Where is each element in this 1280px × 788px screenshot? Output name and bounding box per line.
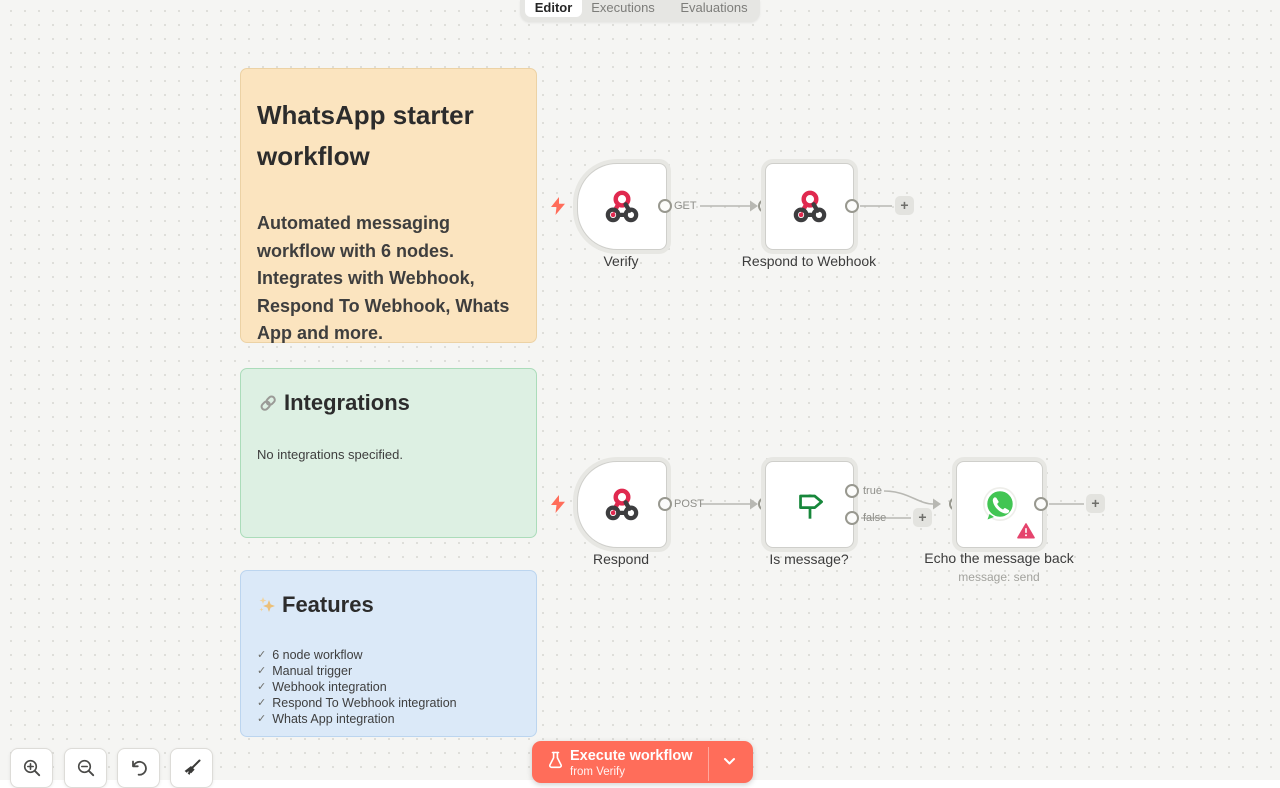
check-icon: ✓ [257, 713, 267, 725]
tab-evaluations[interactable]: Evaluations [680, 0, 748, 15]
execute-workflow-button[interactable]: Execute workflow from Verify [532, 741, 753, 783]
add-node-button-false[interactable]: + [913, 508, 932, 527]
warning-icon [1017, 523, 1035, 539]
webhook-icon [601, 484, 643, 526]
check-icon: ✓ [257, 649, 267, 661]
sticky-features-title: Features [282, 592, 374, 617]
output-label-true: true [863, 485, 882, 497]
trigger-bolt-icon [551, 197, 566, 215]
broom-icon [181, 757, 203, 787]
add-node-button[interactable]: + [895, 196, 914, 215]
zoom-in-button[interactable] [10, 748, 53, 788]
node-subtitle-echo: message: send [958, 570, 1040, 584]
execute-workflow-label: Execute workflow [570, 748, 693, 764]
tab-editor[interactable]: Editor [525, 0, 582, 17]
if-signpost-icon [790, 485, 830, 525]
sparkles-icon [257, 595, 277, 615]
node-label-verify: Verify [603, 253, 639, 269]
button-divider [708, 747, 709, 781]
check-icon: ✓ [257, 697, 267, 709]
trigger-bolt-icon [551, 495, 566, 513]
connector-output-true[interactable] [845, 484, 859, 498]
tidy-up-button[interactable] [170, 748, 213, 788]
sticky-integrations-body: No integrations specified. [257, 447, 403, 462]
sticky-overview-body: Automated messaging workflow with 6 node… [257, 213, 510, 343]
whatsapp-icon [980, 485, 1020, 525]
check-icon: ✓ [257, 681, 267, 693]
chevron-down-icon[interactable] [723, 757, 736, 766]
node-label-is-message: Is message? [769, 551, 849, 567]
node-is-message[interactable] [765, 461, 854, 548]
connector-output-false[interactable] [845, 511, 859, 525]
connector-output-respond-to-webhook[interactable] [845, 199, 859, 213]
node-label-respond: Respond [592, 551, 650, 567]
zoom-out-button[interactable] [64, 748, 107, 788]
check-icon: ✓ [257, 665, 267, 677]
feature-item: ✓Respond To Webhook integration [257, 696, 457, 710]
undo-button[interactable] [117, 748, 160, 788]
zoom-out-icon [75, 757, 97, 787]
method-label-respond: POST [674, 498, 704, 510]
sticky-note-overview[interactable]: WhatsApp starter workflow Automated mess… [240, 68, 537, 343]
add-node-button-echo[interactable]: + [1086, 494, 1105, 513]
view-tabbar: Editor Executions Evaluations [520, 0, 760, 22]
node-respond-to-webhook[interactable] [765, 163, 854, 250]
connector-output-respond[interactable] [658, 497, 672, 511]
node-respond[interactable] [577, 461, 667, 548]
sticky-overview-title: WhatsApp starter workflow [257, 100, 474, 171]
feature-item: ✓6 node workflow [257, 648, 363, 662]
undo-icon [128, 757, 150, 787]
execute-workflow-sublabel: from Verify [570, 766, 625, 778]
flask-icon [547, 751, 564, 770]
connector-output-echo[interactable] [1034, 497, 1048, 511]
feature-item: ✓Webhook integration [257, 680, 387, 694]
sticky-integrations-title: Integrations [284, 390, 410, 415]
zoom-in-icon [21, 757, 43, 787]
node-label-echo: Echo the message back [924, 550, 1074, 566]
feature-item: ✓Whats App integration [257, 712, 395, 726]
node-label-respond-to-webhook: Respond to Webhook [741, 253, 877, 269]
webhook-icon [601, 186, 643, 228]
output-label-false: false [863, 512, 887, 524]
connector-output-verify[interactable] [658, 199, 672, 213]
tab-executions[interactable]: Executions [591, 0, 655, 15]
feature-item: ✓Manual trigger [257, 664, 353, 678]
method-label-verify: GET [674, 200, 697, 212]
node-verify[interactable] [577, 163, 667, 250]
webhook-icon [789, 186, 831, 228]
link-icon [257, 392, 279, 414]
sticky-note-features[interactable]: Features ✓6 node workflow ✓Manual trigge… [240, 570, 537, 737]
sticky-note-integrations[interactable]: Integrations No integrations specified. [240, 368, 537, 538]
